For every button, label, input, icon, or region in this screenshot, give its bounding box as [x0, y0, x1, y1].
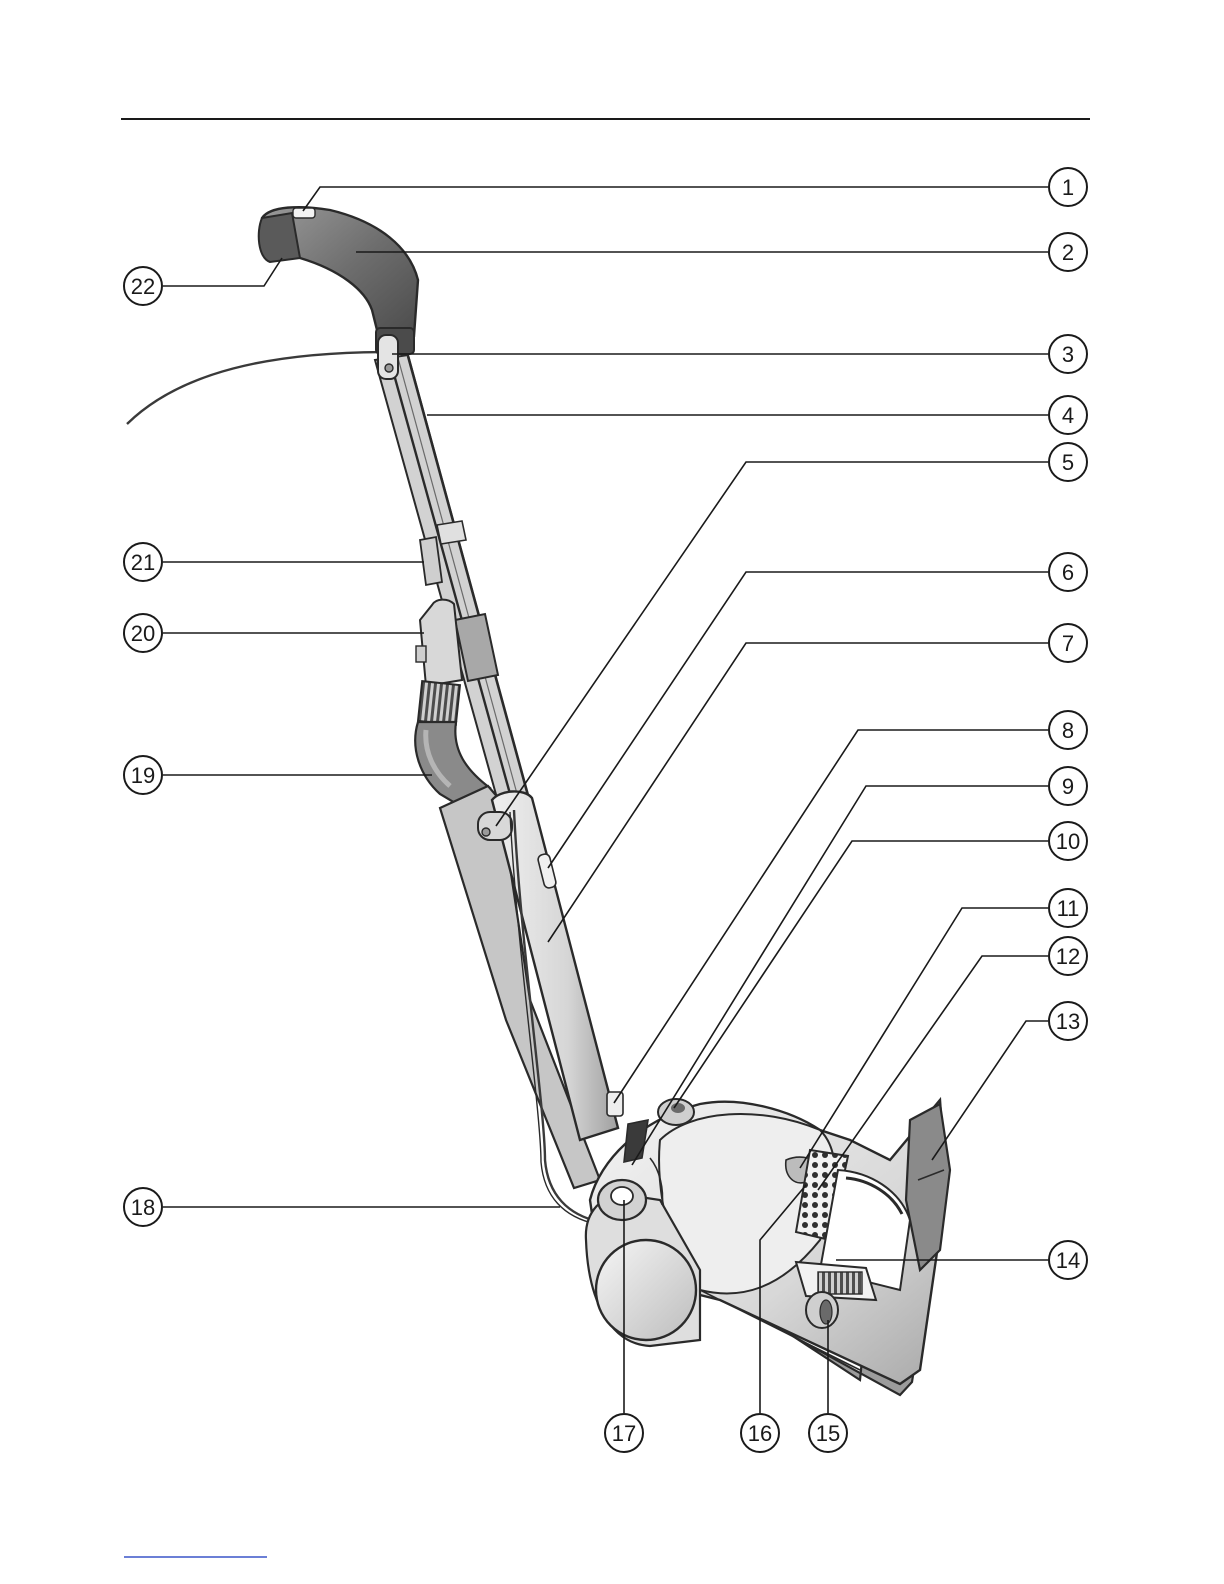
callout-label: 22 — [131, 274, 155, 299]
callout-label: 1 — [1062, 175, 1074, 200]
callout-label: 3 — [1062, 342, 1074, 367]
callout-label: 2 — [1062, 240, 1074, 265]
callout-label: 17 — [612, 1421, 636, 1446]
callout-label: 5 — [1062, 450, 1074, 475]
callout-3: 3 — [392, 335, 1087, 373]
callout-label: 14 — [1056, 1248, 1080, 1273]
vacuum-body — [586, 1099, 950, 1395]
callout-label: 9 — [1062, 774, 1074, 799]
callout-10: 10 — [674, 822, 1087, 1108]
callout-4: 4 — [427, 396, 1087, 434]
callout-label: 10 — [1056, 829, 1080, 854]
callout-label: 11 — [1057, 896, 1080, 921]
callout-1: 1 — [303, 168, 1087, 211]
callout-2: 2 — [356, 233, 1087, 271]
callout-8: 8 — [614, 711, 1087, 1103]
callout-label: 20 — [131, 621, 155, 646]
callout-label: 4 — [1062, 403, 1074, 428]
power-cable-inner — [129, 349, 388, 419]
callout-label: 19 — [131, 763, 155, 788]
callout-7: 7 — [548, 624, 1087, 942]
callout-label: 16 — [748, 1421, 772, 1446]
callout-label: 18 — [131, 1195, 155, 1220]
callout-5: 5 — [496, 443, 1087, 826]
callout-22: 22 — [124, 258, 282, 305]
power-cable — [127, 352, 388, 424]
callout-label: 21 — [131, 550, 155, 575]
callout-label: 15 — [816, 1421, 840, 1446]
callout-18: 18 — [124, 1188, 560, 1226]
callout-label: 7 — [1062, 631, 1074, 656]
callout-21: 21 — [124, 543, 424, 581]
callout-19: 19 — [124, 756, 432, 794]
wheel — [596, 1240, 696, 1340]
vacuum-illustration — [127, 207, 950, 1395]
callout-20: 20 — [124, 614, 424, 652]
callout-label: 8 — [1062, 718, 1074, 743]
callout-label: 6 — [1062, 560, 1074, 585]
callout-label: 12 — [1056, 944, 1080, 969]
callout-13: 13 — [932, 1002, 1087, 1160]
callout-label: 13 — [1056, 1009, 1080, 1034]
